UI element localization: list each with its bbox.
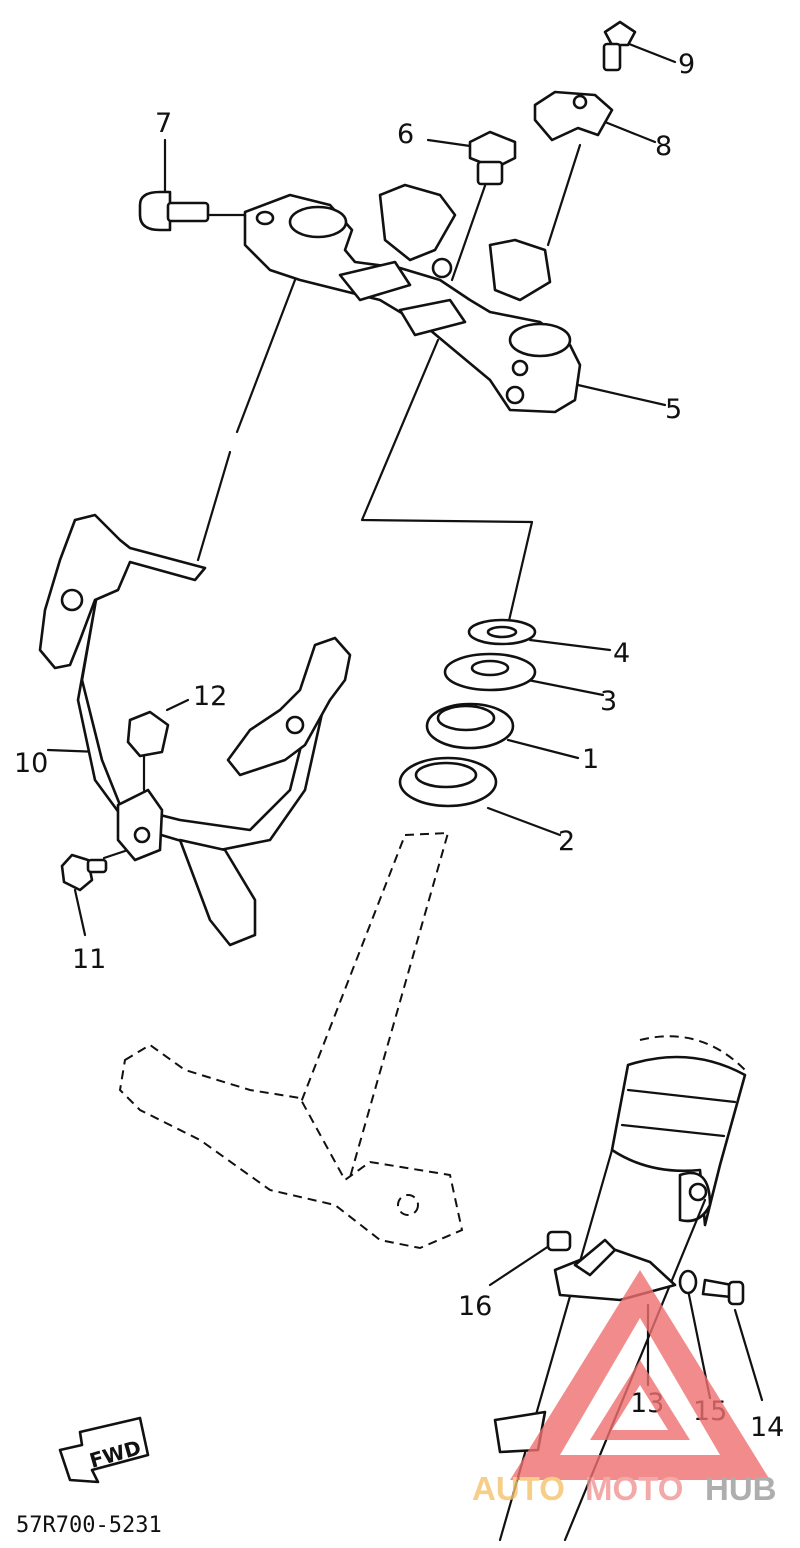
callout-7: 7 <box>155 108 172 139</box>
watermark-inner-mark-icon <box>590 1360 690 1440</box>
lower-bracket-ghost <box>118 831 464 1250</box>
part-code: 57R700-5231 <box>16 1513 162 1538</box>
callout-2: 2 <box>558 826 575 857</box>
callout-6: 6 <box>397 119 414 150</box>
watermark-hub: HUB <box>705 1470 777 1507</box>
fwd-arrow: FWD <box>58 1416 150 1484</box>
headlight-stay <box>38 513 352 947</box>
callout-9: 9 <box>678 49 695 80</box>
callout-4: 4 <box>613 638 630 669</box>
small-parts-top <box>138 20 637 232</box>
callout-5: 5 <box>665 394 682 425</box>
watermark-triangle-icon <box>510 1270 770 1480</box>
callout-14: 14 <box>750 1412 784 1443</box>
watermark-moto: MOTO <box>585 1470 683 1507</box>
callout-16: 16 <box>458 1291 492 1322</box>
callout-1: 1 <box>582 744 599 775</box>
callout-3: 3 <box>600 686 617 717</box>
bearing-stack <box>398 618 537 808</box>
callout-8: 8 <box>655 131 672 162</box>
watermark-auto: AUTO <box>472 1470 565 1507</box>
front-fork-tube <box>493 1035 747 1542</box>
callout-10: 10 <box>14 748 48 779</box>
upper-bracket <box>243 183 582 414</box>
callout-12: 12 <box>193 681 227 712</box>
callout-11: 11 <box>72 944 106 975</box>
watermark-logo: AUTO MOTO HUB <box>472 1270 777 1507</box>
callout-labels: 1 2 3 4 5 6 7 8 9 10 11 12 13 14 15 16 <box>14 49 784 1443</box>
